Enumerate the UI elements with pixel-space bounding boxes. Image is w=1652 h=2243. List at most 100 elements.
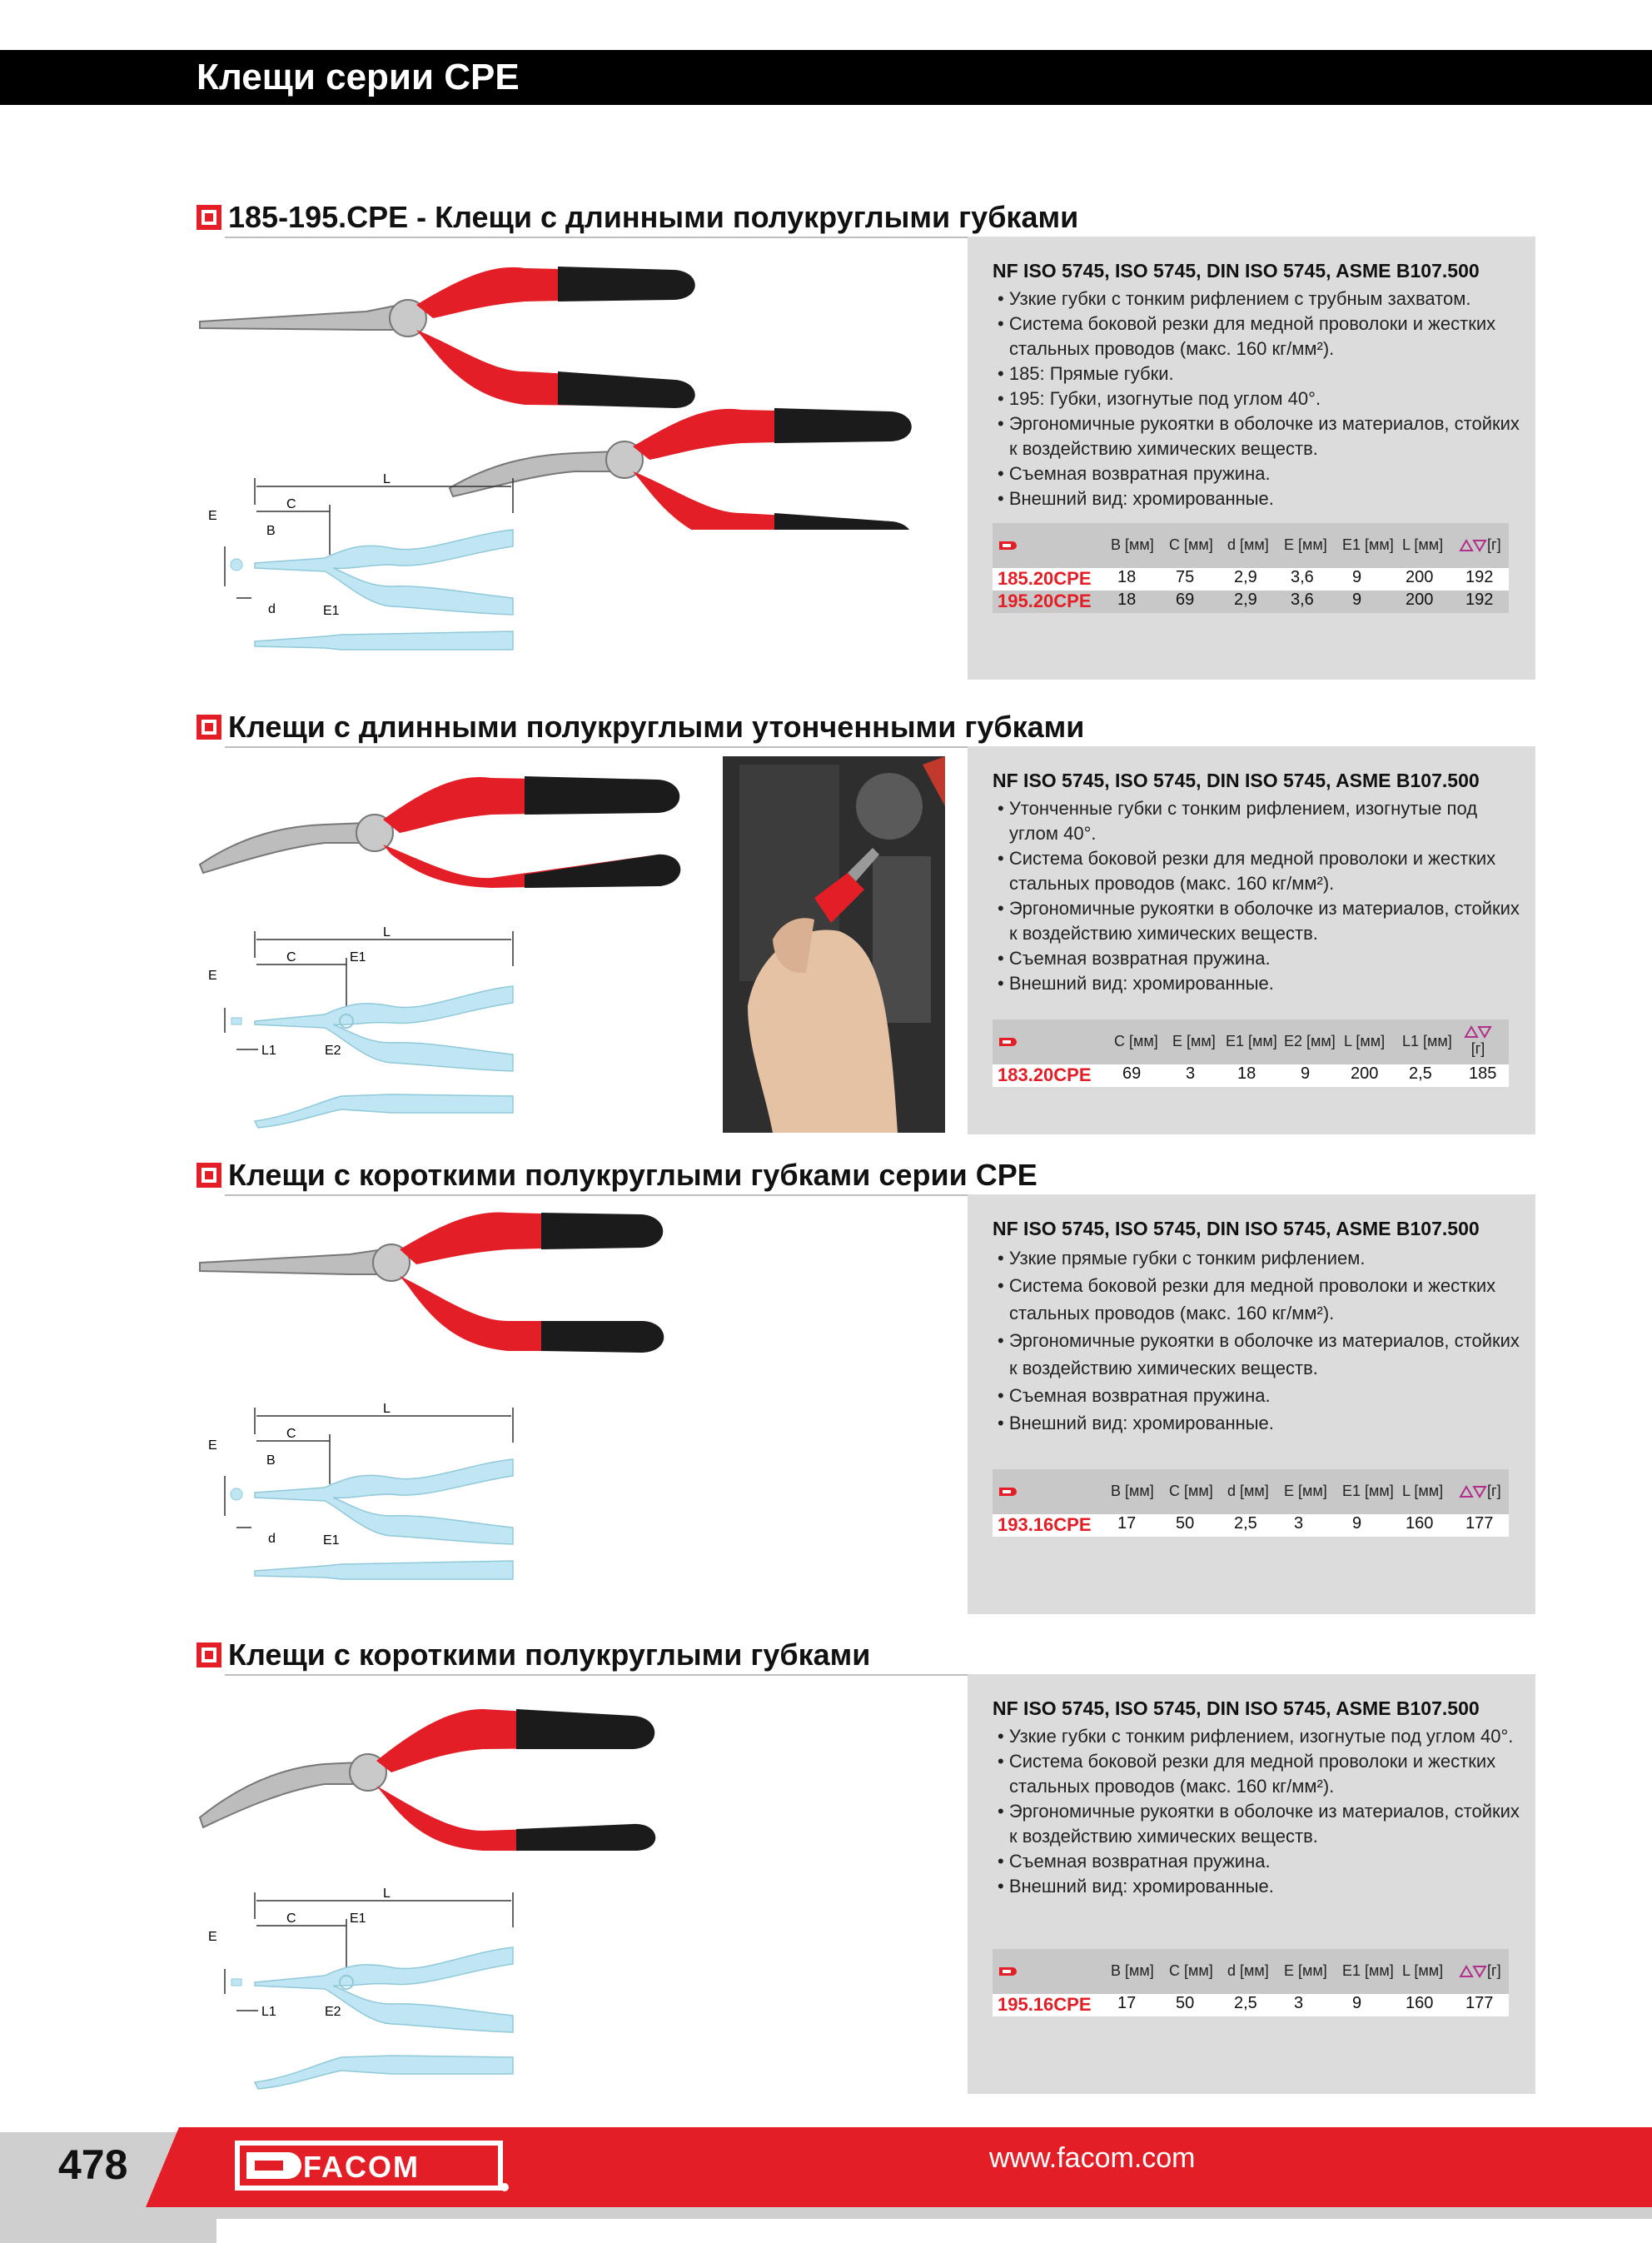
reference-icon <box>999 541 1017 550</box>
page-number: 478 <box>58 2141 128 2188</box>
product-code: 195.16CPE <box>998 1994 1092 2015</box>
dim-label: E <box>208 1930 217 1944</box>
table-cell: 18 <box>1237 1064 1256 1083</box>
col-header: C [мм] <box>1169 536 1213 553</box>
col-header: [г] <box>1487 536 1501 553</box>
table-cell: 9 <box>1352 1994 1362 2012</box>
table-row: 195.20CPE 18 69 2,9 3,6 9 200 192 <box>993 591 1509 613</box>
dim-label: E <box>208 509 217 523</box>
dim-label: E2 <box>325 2005 341 2019</box>
col-header: E1 [мм] <box>1342 536 1394 553</box>
section-193: Клещи с короткими полукруглыми губками с… <box>0 1154 1652 1621</box>
feature-item: Съемная возвратная пружина. <box>993 461 1525 486</box>
dim-label: C <box>286 1427 296 1441</box>
feature-item: Внешний вид: хромированные. <box>993 971 1525 996</box>
dim-label: L <box>383 1402 391 1416</box>
spec-table: B [мм] C [мм] d [мм] E [мм] E1 [мм] L [м… <box>993 523 1509 613</box>
feature-item: Внешний вид: хромированные. <box>993 486 1525 511</box>
feature-item: Эргономичные рукоятки в оболочке из мате… <box>993 1327 1525 1382</box>
website-link[interactable]: www.facom.com <box>989 2142 1196 2174</box>
feature-item: Система боковой резки для медной проволо… <box>993 846 1525 896</box>
col-header: [г] <box>1487 1962 1501 1979</box>
section-divider <box>225 237 1535 238</box>
dimension-diagram: L C B E d E1 <box>208 472 514 650</box>
product-code: 193.16CPE <box>998 1514 1092 1535</box>
spec-table-header: B [мм] C [мм] d [мм] E [мм] E1 [мм] L [м… <box>993 523 1509 568</box>
table-cell: 18 <box>1117 591 1137 609</box>
col-header: C [мм] <box>1114 1033 1158 1049</box>
section-title: Клещи с короткими полукруглыми губками <box>228 1637 871 1672</box>
col-header: E [мм] <box>1172 1033 1216 1049</box>
table-cell: 3 <box>1294 1994 1304 2012</box>
standards-line: NF ISO 5745, ISO 5745, DIN ISO 5745, ASM… <box>993 770 1480 791</box>
product-in-use-photo <box>723 756 945 1133</box>
section-bullet-icon <box>197 205 221 230</box>
table-cell: 177 <box>1465 1994 1494 2012</box>
feature-item: Узкие прямые губки с тонким рифлением. <box>993 1244 1525 1272</box>
col-header: B [мм] <box>1111 1483 1154 1499</box>
dim-label: C <box>286 950 296 964</box>
feature-item: Эргономичные рукоятки в оболочке из мате… <box>993 1799 1525 1849</box>
pliers-product-image <box>199 267 912 530</box>
table-cell: 2,5 <box>1234 1994 1257 2012</box>
col-header: C [мм] <box>1169 1483 1213 1499</box>
col-header: B [мм] <box>1111 536 1154 553</box>
dimension-diagram: L C B E d E1 <box>208 1402 514 1580</box>
dim-label: L <box>383 472 391 486</box>
section-divider <box>225 1674 1535 1676</box>
section-183: Клещи с длинными полукруглыми утонченным… <box>0 706 1652 1139</box>
col-header: L [мм] <box>1402 1483 1444 1499</box>
standards-line: NF ISO 5745, ISO 5745, DIN ISO 5745, ASM… <box>993 1218 1480 1239</box>
table-cell: 75 <box>1176 568 1195 586</box>
dim-label: L1 <box>261 2005 276 2019</box>
table-cell: 2,5 <box>1409 1064 1432 1083</box>
table-cell: 185 <box>1469 1064 1497 1083</box>
reference-icon <box>999 1488 1017 1496</box>
dim-label: L1 <box>261 1044 276 1058</box>
weight-icon <box>1459 1485 1487 1499</box>
table-cell: 3 <box>1294 1514 1304 1533</box>
dim-label: E1 <box>323 1533 340 1548</box>
col-header: C [мм] <box>1169 1962 1213 1979</box>
straight-pliers-icon <box>199 267 695 408</box>
feature-list: Узкие губки с тонким рифлением с трубным… <box>993 287 1525 511</box>
product-code: 185.20CPE <box>998 568 1092 589</box>
table-cell: 9 <box>1352 568 1362 586</box>
feature-item: Узкие губки с тонким рифлением, изогнуты… <box>993 1724 1525 1749</box>
dim-label: E2 <box>325 1044 341 1058</box>
feature-item: 185: Прямые губки. <box>993 361 1525 386</box>
dim-label: E1 <box>350 950 366 964</box>
feature-item: Система боковой резки для медной проволо… <box>993 1272 1525 1327</box>
reference-icon <box>999 1967 1017 1976</box>
col-header: E [мм] <box>1284 536 1327 553</box>
section-195-16: Клещи с короткими полукруглыми губками L… <box>0 1634 1652 2101</box>
dim-label: E <box>208 1438 217 1453</box>
table-cell: 3,6 <box>1291 568 1314 586</box>
table-cell: 17 <box>1117 1514 1137 1533</box>
feature-item: Эргономичные рукоятки в оболочке из мате… <box>993 896 1525 946</box>
feature-item: Узкие губки с тонким рифлением с трубным… <box>993 287 1525 312</box>
product-info-panel: NF ISO 5745, ISO 5745, DIN ISO 5745, ASM… <box>968 237 1535 680</box>
col-header: B [мм] <box>1111 1962 1154 1979</box>
section-185-195: 185-195.CPE - Клещи с длинными полукругл… <box>0 197 1652 680</box>
col-header: L1 [мм] <box>1402 1033 1452 1049</box>
section-bullet-icon <box>197 1163 221 1188</box>
col-header: d [мм] <box>1227 1962 1269 1979</box>
table-row: 193.16CPE 17 50 2,5 3 9 160 177 <box>993 1514 1509 1537</box>
spec-table-header: B [мм] C [мм] d [мм] E [мм] E1 [мм] L [м… <box>993 1949 1509 1994</box>
feature-item: Система боковой резки для медной проволо… <box>993 1749 1525 1799</box>
footer-gray-line <box>167 2207 1652 2219</box>
col-header: L [мм] <box>1402 536 1444 553</box>
table-cell: 177 <box>1465 1514 1494 1533</box>
table-cell: 200 <box>1406 591 1434 609</box>
col-header: L [мм] <box>1344 1033 1386 1049</box>
table-row: 183.20CPE 69 3 18 9 200 2,5 185 <box>993 1064 1509 1087</box>
col-header: [г] <box>1470 1040 1485 1057</box>
table-cell: 9 <box>1301 1064 1311 1083</box>
table-cell: 200 <box>1406 568 1434 586</box>
spec-table: B [мм] C [мм] d [мм] E [мм] E1 [мм] L [м… <box>993 1949 1509 2016</box>
section-divider <box>225 1194 1535 1196</box>
table-cell: 18 <box>1117 568 1137 586</box>
col-header: L [мм] <box>1402 1962 1444 1979</box>
bent-pliers-icon <box>448 408 912 530</box>
